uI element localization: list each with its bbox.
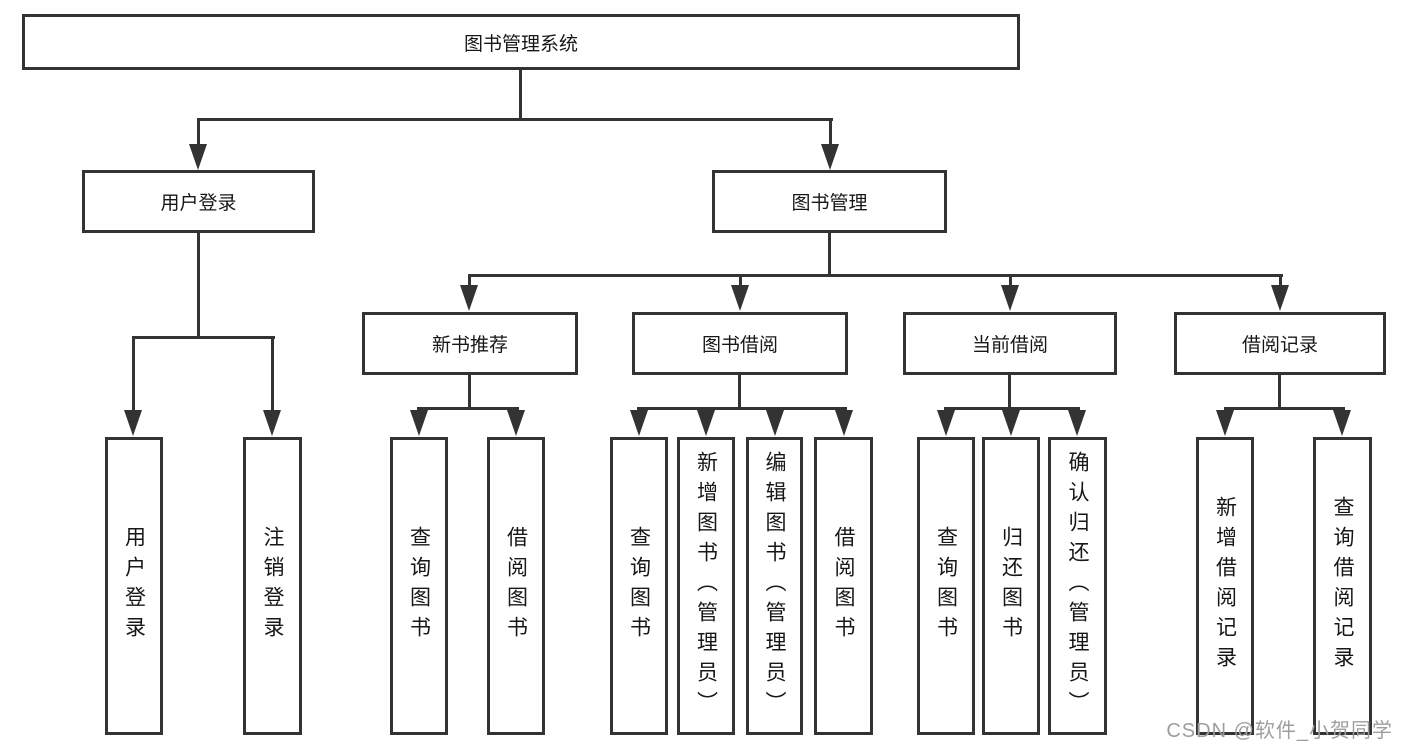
leaf-return-books-label: 归还图书 [999,526,1023,646]
connector-hline [132,336,275,339]
connector-vline [468,276,471,288]
arrow-down-icon [460,285,478,311]
connector-vline [197,120,200,148]
node-user-login-label: 用户登录 [160,193,237,214]
node-book-management: 图书管理 [712,170,947,233]
node-new-book-recommend: 新书推荐 [362,312,578,375]
connector-hline [1224,407,1345,410]
arrow-down-icon [821,144,839,170]
leaf-borrow-query-books-label: 查询图书 [627,526,651,646]
arrow-down-icon [1001,285,1019,311]
node-user-login: 用户登录 [82,170,315,233]
connector-vline [828,233,831,277]
connector-vline [271,338,274,412]
arrow-down-icon [697,410,715,436]
node-book-management-label: 图书管理 [791,193,868,214]
leaf-add-borrow-record-label: 新增借阅记录 [1213,496,1237,676]
connector-vline [519,70,522,120]
leaf-recommend-borrow-books-label: 借阅图书 [504,526,528,646]
leaf-logout-label: 注销登录 [261,526,284,646]
arrow-down-icon [124,410,142,436]
leaf-recommend-query-books: 查询图书 [390,437,448,735]
leaf-borrow-borrow-books: 借阅图书 [814,437,873,735]
connector-vline [738,375,741,408]
watermark: CSDN @软件_小贺同学 [1166,720,1393,742]
node-current-borrow: 当前借阅 [903,312,1117,375]
arrow-down-icon [507,410,525,436]
leaf-recommend-borrow-books: 借阅图书 [487,437,545,735]
leaf-query-borrow-record-label: 查询借阅记录 [1331,496,1354,676]
leaf-borrow-borrow-books-label: 借阅图书 [832,526,855,646]
arrow-down-icon [1002,410,1020,436]
arrow-down-icon [766,410,784,436]
arrow-down-icon [263,410,281,436]
node-book-borrow: 图书借阅 [632,312,848,375]
arrow-down-icon [937,410,955,436]
node-root: 图书管理系统 [22,14,1020,70]
arrow-down-icon [1333,410,1351,436]
leaf-user-login-label: 用户登录 [122,526,146,646]
leaf-confirm-return-admin: 确认归还（管理员） [1048,437,1107,735]
arrow-down-icon [835,410,853,436]
node-new-book-recommend-label: 新书推荐 [431,335,508,356]
leaf-add-book-admin: 新增图书（管理员） [677,437,735,735]
connector-vline [829,120,832,148]
connector-vline [739,276,742,288]
arrow-down-icon [731,285,749,311]
node-book-borrow-label: 图书借阅 [701,335,778,356]
leaf-return-books: 归还图书 [982,437,1040,735]
node-borrow-records-label: 借阅记录 [1241,335,1318,356]
arrow-down-icon [630,410,648,436]
connector-hline [637,407,847,410]
arrow-down-icon [410,410,428,436]
leaf-query-borrow-record: 查询借阅记录 [1313,437,1372,735]
leaf-add-book-admin-label: 新增图书（管理员） [694,451,718,721]
connector-vline [1009,276,1012,288]
connector-hline [417,407,519,410]
connector-hline [197,118,833,121]
connector-vline [197,233,200,337]
node-borrow-records: 借阅记录 [1174,312,1386,375]
connector-vline [1278,375,1281,408]
connector-vline [468,375,471,408]
leaf-add-borrow-record: 新增借阅记录 [1196,437,1254,735]
arrow-down-icon [1271,285,1289,311]
arrow-down-icon [189,144,207,170]
connector-vline [1279,276,1282,288]
connector-hline [944,407,1080,410]
leaf-logout: 注销登录 [243,437,302,735]
leaf-user-login: 用户登录 [105,437,163,735]
leaf-recommend-query-books-label: 查询图书 [407,526,431,646]
leaf-current-query-books: 查询图书 [917,437,975,735]
leaf-edit-book-admin: 编辑图书（管理员） [746,437,803,735]
node-root-label: 图书管理系统 [463,33,578,55]
leaf-edit-book-admin-label: 编辑图书（管理员） [763,451,786,721]
leaf-confirm-return-admin-label: 确认归还（管理员） [1066,451,1089,721]
leaf-borrow-query-books: 查询图书 [610,437,668,735]
connector-hline [468,274,1283,277]
arrow-down-icon [1068,410,1086,436]
leaf-current-query-books-label: 查询图书 [934,526,958,646]
connector-vline [1008,375,1011,408]
arrow-down-icon [1216,410,1234,436]
connector-vline [132,338,135,412]
node-current-borrow-label: 当前借阅 [971,335,1048,356]
